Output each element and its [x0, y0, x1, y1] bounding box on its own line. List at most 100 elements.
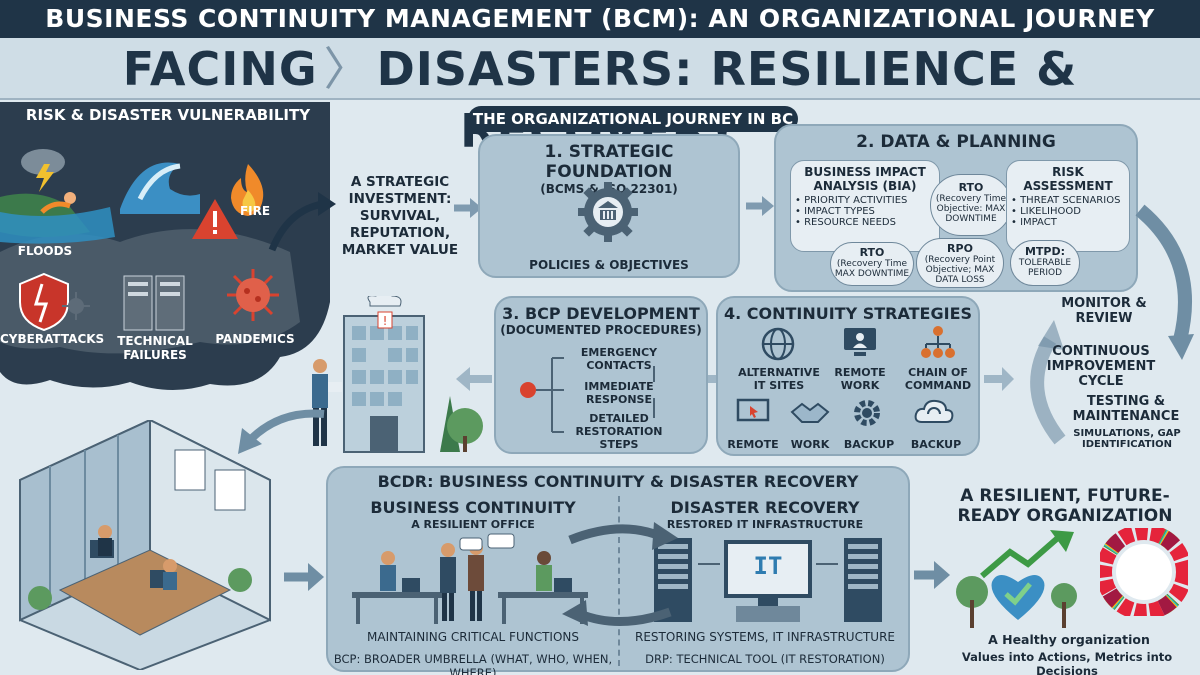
cycle-arrows — [1030, 204, 1194, 445]
strategy-backup-1: BACKUP — [843, 438, 895, 451]
list-item: THREAT SCENARIOS — [1011, 195, 1125, 206]
journey-title: THE ORGANIZATIONAL JOURNEY IN BC — [468, 106, 798, 132]
arrow-right-icon — [984, 367, 1014, 391]
dr-note: DRP: TECHNICAL TOOL (IT RESTORATION) — [645, 652, 885, 666]
handshake-icon — [790, 402, 830, 423]
main-title: FACING〉DISASTERS: RESILIENCE & RECOVERY — [0, 38, 1200, 158]
bcp-title: 3. BCP DEVELOPMENT — [502, 304, 700, 323]
continuity-strategies-panel: 4. CONTINUITY STRATEGIES ALTERNATIVE IT … — [716, 296, 980, 456]
arrow-left-icon — [456, 367, 492, 391]
mtpd-text: TOLERABLE PERIOD — [1018, 258, 1072, 278]
swap-arrows-icon — [562, 522, 678, 626]
rto-title: RTO — [958, 181, 984, 194]
strategies-title: 4. CONTINUITY STRATEGIES — [723, 304, 973, 323]
list-item: IMPACT — [1011, 217, 1125, 228]
strategy-chain-command: CHAIN OF COMMAND — [904, 366, 972, 392]
bcp-step-restoration: DETAILED RESTORATION STEPS — [575, 412, 663, 451]
foundation-caption: POLICIES & OBJECTIVES — [529, 258, 689, 272]
globe-icon — [761, 327, 795, 361]
bc-subtitle: A RESILIENT OFFICE — [411, 518, 535, 531]
planning-title: 2. DATA & PLANNING — [856, 132, 1056, 152]
rpo-text: (Recovery Point Objective; MAX DATA LOSS — [924, 255, 996, 285]
strategic-foundation-panel: 1. STRATEGIC FOUNDATION (BCMS & ISO 2230… — [478, 134, 740, 278]
risk-panel: RISK & DISASTER VULNERABILITY FLOODS FIR… — [0, 102, 330, 392]
flow-branch — [520, 357, 655, 433]
gear-sync-icon — [854, 400, 880, 426]
dr-caption: RESTORING SYSTEMS, IT INFRASTRUCTURE — [635, 630, 895, 644]
cloud-backup-icon — [914, 399, 954, 423]
continuous-improvement: CONTINUOUS IMPROVEMENT CYCLE — [1046, 344, 1156, 389]
strategy-remote: REMOTE — [727, 438, 779, 451]
arrow-right-icon — [454, 198, 482, 218]
investment-text: A STRATEGIC INVESTMENT: SURVIVAL, REPUTA… — [341, 174, 459, 258]
office-isometric-illustration — [19, 420, 271, 670]
outcome-line-1: A Healthy organization — [988, 632, 1150, 647]
mtpd-bubble: MTPD: TOLERABLE PERIOD — [1010, 240, 1080, 286]
pandemic-virus-icon — [227, 269, 279, 321]
it-infrastructure-illustration — [654, 538, 882, 622]
fire-icon — [231, 164, 264, 216]
rto2-title: RTO — [859, 246, 885, 259]
bia-list: PRIORITY ACTIVITIES IMPACT TYPES RESOURC… — [795, 195, 935, 228]
office-building-illustration: ! — [312, 296, 483, 453]
swimmer-icon — [40, 192, 76, 214]
arrow-curve-icon — [238, 409, 325, 454]
server-icon — [123, 275, 185, 331]
list-item: IMPACT TYPES — [795, 206, 935, 217]
it-screen-text: IT — [753, 552, 783, 580]
bcdr-panel: BCDR: BUSINESS CONTINUITY & DISASTER REC… — [326, 466, 910, 675]
arrow-right-icon — [284, 563, 324, 591]
bcdr-title: BCDR: BUSINESS CONTINUITY & DISASTER REC… — [377, 472, 859, 491]
dr-title: DISASTER RECOVERY — [670, 498, 860, 517]
svg-text:!: ! — [383, 314, 388, 328]
arrow-right-icon — [914, 561, 950, 589]
arrow-right-icon — [746, 196, 774, 216]
resilient-office-illustration — [352, 533, 588, 624]
bcp-development-panel: 3. BCP DEVELOPMENT (DOCUMENTED PROCEDURE… — [494, 296, 708, 454]
bcdr-divider — [618, 496, 620, 666]
monitor-cursor-icon — [736, 398, 770, 422]
chevron-right-icon: 〉 — [323, 42, 371, 96]
rto-text: (Recovery Time Objective: MAX DOWNTIME — [935, 194, 1007, 224]
rto-objective-bubble: RTO (Recovery Time Objective: MAX DOWNTI… — [930, 174, 1012, 236]
bia-title: BUSINESS IMPACT ANALYSIS (BIA) — [804, 165, 926, 193]
lightning-icon — [21, 149, 65, 192]
list-item: PRIORITY ACTIVITIES — [795, 195, 935, 206]
bcp-step-emergency: EMERGENCY CONTACTS — [580, 346, 658, 372]
strategy-backup-2: BACKUP — [910, 438, 962, 451]
arrow-right-icon — [268, 192, 336, 252]
outcome-line-2: Values into Actions, Metrics into Decisi… — [961, 650, 1173, 675]
risk-assessment-box: RISK ASSESSMENT THREAT SCENARIOS LIKELIH… — [1006, 160, 1130, 252]
risk-title: RISK & DISASTER VULNERABILITY — [25, 106, 311, 124]
bc-title: BUSINESS CONTINUITY — [370, 498, 576, 517]
strategy-work: WORK — [790, 438, 830, 451]
warning-icon — [192, 199, 238, 239]
bc-caption: MAINTAINING CRITICAL FUNCTIONS — [367, 630, 579, 644]
list-item: LIKELIHOOD — [1011, 206, 1125, 217]
growth-heart-icon — [956, 530, 1077, 628]
cyberattacks-label: CYBERATTACKS — [0, 332, 105, 346]
main-title-left: FACING — [122, 42, 318, 96]
rto2-text: (Recovery Time MAX DOWNTIME — [834, 259, 910, 279]
virus-bug-icon — [62, 292, 90, 320]
outcome-title: A RESILIENT, FUTURE-READY ORGANIZATION — [957, 486, 1173, 526]
strategy-remote-work: REMOTE WORK — [834, 366, 886, 392]
bc-note: BCP: BROADER UMBRELLA (WHAT, WHO, WHEN, … — [333, 652, 613, 675]
bcp-step-response: IMMEDIATE RESPONSE — [584, 380, 654, 406]
testing-maintenance: TESTING & MAINTENANCE — [1072, 394, 1180, 424]
pandemics-label: PANDEMICS — [215, 332, 295, 346]
video-call-icon — [844, 328, 876, 356]
gear-building-icon — [578, 182, 638, 242]
shield-icon — [19, 272, 69, 332]
floods-label: FLOODS — [17, 244, 73, 258]
rpo-bubble: RPO (Recovery Point Objective; MAX DATA … — [916, 238, 1004, 288]
dr-subtitle: RESTORED IT INFRASTRUCTURE — [666, 518, 864, 531]
bia-box: BUSINESS IMPACT ANALYSIS (BIA) PRIORITY … — [790, 160, 940, 252]
sdg-wheel-icon — [1100, 528, 1188, 616]
rpo-title: RPO — [947, 242, 973, 255]
top-title: BUSINESS CONTINUITY MANAGEMENT (BCM): AN… — [0, 0, 1200, 38]
risk-list: THREAT SCENARIOS LIKELIHOOD IMPACT — [1011, 195, 1125, 228]
list-item: RESOURCE NEEDS — [795, 217, 935, 228]
monitor-review: MONITOR & REVIEW — [1061, 296, 1147, 326]
testing-sub: SIMULATIONS, GAP IDENTIFICATION — [1073, 428, 1181, 450]
